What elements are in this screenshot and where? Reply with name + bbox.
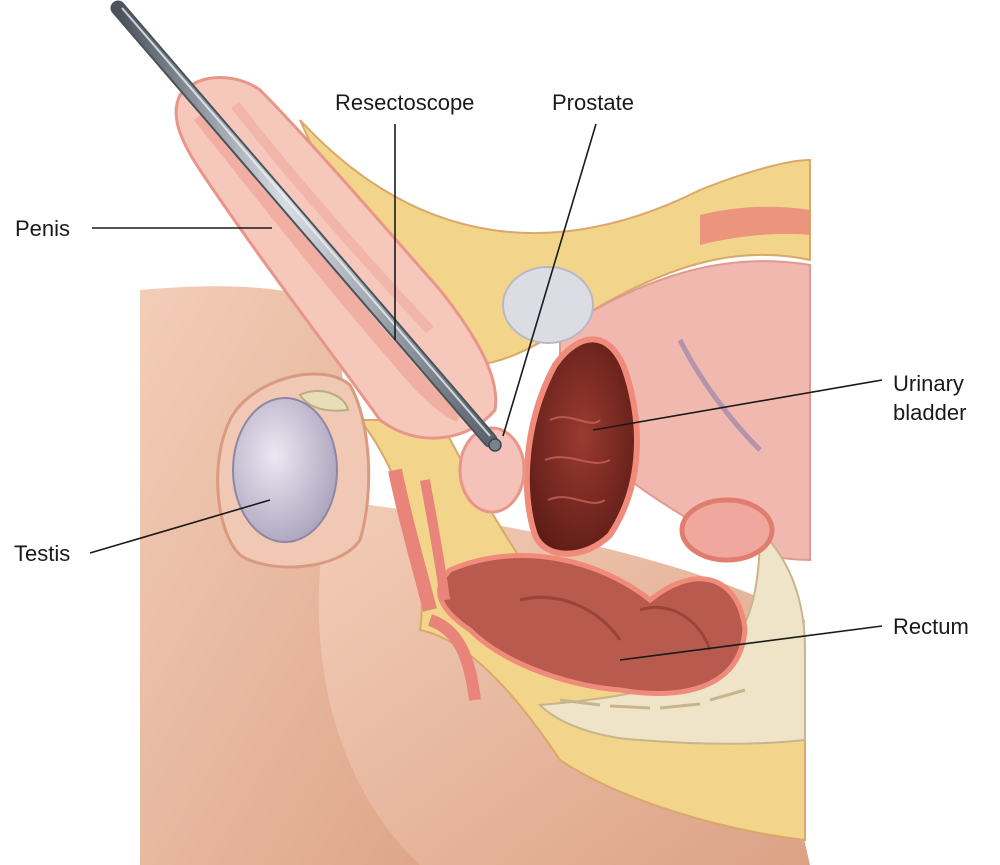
resectoscope-instrument — [110, 0, 502, 452]
label-urinary-bladder-line1: Urinary — [893, 371, 964, 396]
testis — [232, 397, 338, 543]
rectum — [437, 553, 748, 696]
leader-rectum — [619, 625, 883, 661]
label-resectoscope: Resectoscope — [335, 90, 474, 115]
leader-urinary-bladder — [592, 379, 883, 431]
pubic-bone — [502, 266, 594, 344]
leader-testis — [89, 499, 271, 554]
prostate — [458, 426, 526, 514]
pelvic-floor-muscles — [388, 468, 481, 701]
urinary-bladder — [523, 336, 640, 557]
labels: Resectoscope Prostate Penis Urinary blad… — [14, 90, 969, 639]
intestine-loop — [679, 497, 775, 563]
leader-prostate — [502, 123, 597, 437]
label-penis: Penis — [15, 216, 70, 241]
label-testis: Testis — [14, 541, 70, 566]
label-prostate: Prostate — [552, 90, 634, 115]
label-rectum: Rectum — [893, 614, 969, 639]
label-urinary-bladder-line2: bladder — [893, 400, 966, 425]
leader-lines — [89, 123, 883, 661]
